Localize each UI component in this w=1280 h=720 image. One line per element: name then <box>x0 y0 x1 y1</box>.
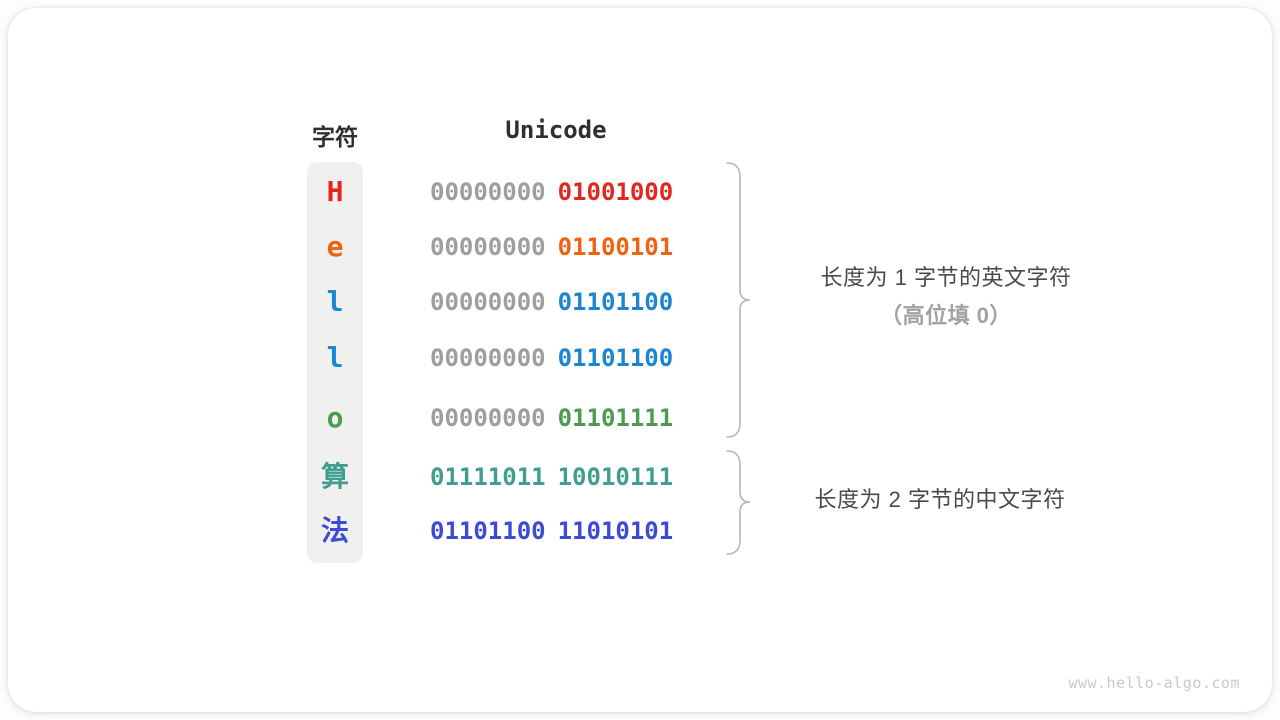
character-cell: H <box>326 175 344 208</box>
grouping-braces <box>726 162 751 555</box>
table-row: e 00000000 01100101 <box>8 225 1272 269</box>
table-row: l 00000000 01101100 <box>8 336 1272 380</box>
unicode-bytes: 00000000 01101100 <box>430 336 673 380</box>
byte-value: 01101100 <box>557 288 674 316</box>
table-row: l 00000000 01101100 <box>8 280 1272 324</box>
character-cell: o <box>326 401 344 434</box>
annotation-line: （高位填 0） <box>880 303 1012 328</box>
table-row: 法 01101100 11010101 <box>8 509 1272 553</box>
table-row: 算 01111011 10010111 <box>8 455 1272 499</box>
unicode-bytes: 00000000 01101111 <box>430 396 673 440</box>
watermark: www.hello-algo.com <box>1068 674 1240 692</box>
character-cell: 法 <box>320 514 349 547</box>
character-cell: l <box>326 285 344 318</box>
byte-value: 01111011 <box>430 463 546 491</box>
byte-value: 00000000 <box>430 178 546 206</box>
byte-value: 11010101 <box>557 517 674 545</box>
annotation-label: 长度为 1 字节的英文字符 （高位填 0） <box>790 263 1102 331</box>
unicode-bytes: 00000000 01101100 <box>430 280 673 324</box>
unicode-column-header: Unicode <box>505 116 607 144</box>
byte-value: 01100101 <box>557 233 674 261</box>
char-column-background <box>307 162 363 563</box>
brace-english-group <box>726 162 751 438</box>
annotation-line: 长度为 2 字节的中文字符 <box>814 487 1066 512</box>
byte-value: 00000000 <box>430 344 546 372</box>
byte-value: 00000000 <box>430 404 546 432</box>
byte-value: 00000000 <box>430 288 546 316</box>
byte-value: 00000000 <box>430 233 546 261</box>
unicode-bytes: 00000000 01100101 <box>430 225 673 269</box>
unicode-bytes: 00000000 01001000 <box>430 170 673 214</box>
byte-value: 10010111 <box>557 463 674 491</box>
table-row: o 00000000 01101111 <box>8 396 1272 440</box>
byte-value: 01001000 <box>557 178 674 206</box>
diagram-card: 字符 Unicode H 00000000 01001000 e 00000000 011… <box>8 8 1272 712</box>
brace-chinese-group <box>726 450 751 555</box>
byte-value: 01101100 <box>557 344 674 372</box>
char-column-header: 字符 <box>312 124 358 150</box>
byte-value: 01101100 <box>430 517 546 545</box>
character-cell: 算 <box>320 460 349 493</box>
unicode-bytes: 01101100 11010101 <box>430 509 673 553</box>
table-row: H 00000000 01001000 <box>8 170 1272 214</box>
byte-value: 01101111 <box>557 404 674 432</box>
character-cell: e <box>326 230 344 263</box>
annotation-label: 长度为 2 字节的中文字符 <box>784 485 1096 515</box>
unicode-bytes: 01111011 10010111 <box>430 455 673 499</box>
annotation-line: 长度为 1 字节的英文字符 <box>820 265 1072 290</box>
character-cell: l <box>326 341 344 374</box>
